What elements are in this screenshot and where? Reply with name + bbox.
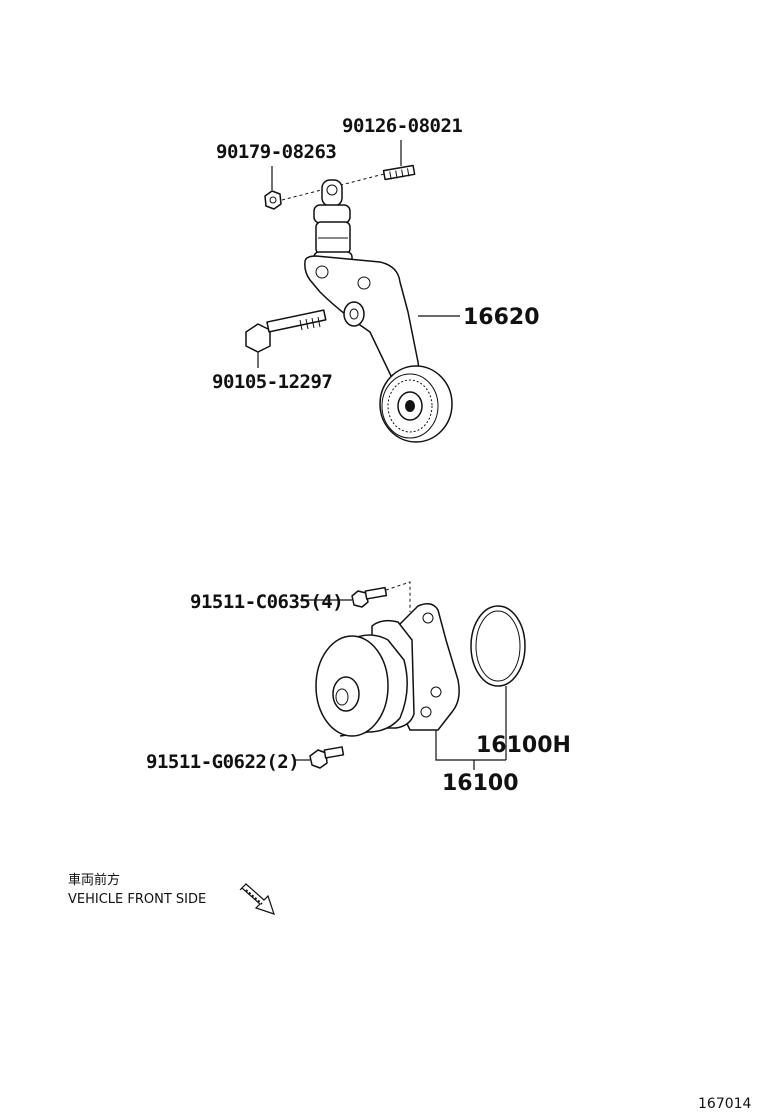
pump-bolt-bottom-part bbox=[309, 746, 345, 769]
label-gasket: 16100H bbox=[476, 733, 571, 758]
damper-part bbox=[313, 179, 353, 267]
figure-code: 167014 bbox=[698, 1096, 752, 1112]
water-pump-assembly: 91511-C0635(4) 91511-G0622(2) 16100H 161… bbox=[146, 581, 571, 796]
front-note-jp: 車両前方 bbox=[68, 872, 120, 888]
stud-bolt-part bbox=[382, 164, 416, 181]
front-note-en: VEHICLE FRONT SIDE bbox=[68, 892, 206, 907]
gasket-ring-part bbox=[470, 605, 526, 687]
label-nut: 90179-08263 bbox=[216, 141, 336, 163]
tensioner-assembly: 90126-08021 90179-08263 16620 90105-1229… bbox=[212, 115, 540, 443]
long-bolt-part bbox=[245, 309, 327, 353]
label-long-bolt: 90105-12297 bbox=[212, 371, 332, 393]
label-water-pump: 16100 bbox=[442, 771, 519, 796]
pump-bolt-top-part bbox=[351, 586, 388, 608]
front-side-note: 車両前方 VEHICLE FRONT SIDE bbox=[68, 872, 275, 915]
nut-part bbox=[264, 190, 282, 210]
label-pump-bolt-top: 91511-C0635(4) bbox=[190, 591, 343, 613]
label-pump-bolt-bottom: 91511-G0622(2) bbox=[146, 751, 299, 773]
idler-pulley-part bbox=[379, 365, 453, 443]
label-stud-bolt: 90126-08021 bbox=[342, 115, 462, 137]
pump-pulley-part bbox=[315, 634, 408, 737]
arrow-icon bbox=[239, 883, 275, 915]
label-tensioner: 16620 bbox=[463, 305, 540, 330]
